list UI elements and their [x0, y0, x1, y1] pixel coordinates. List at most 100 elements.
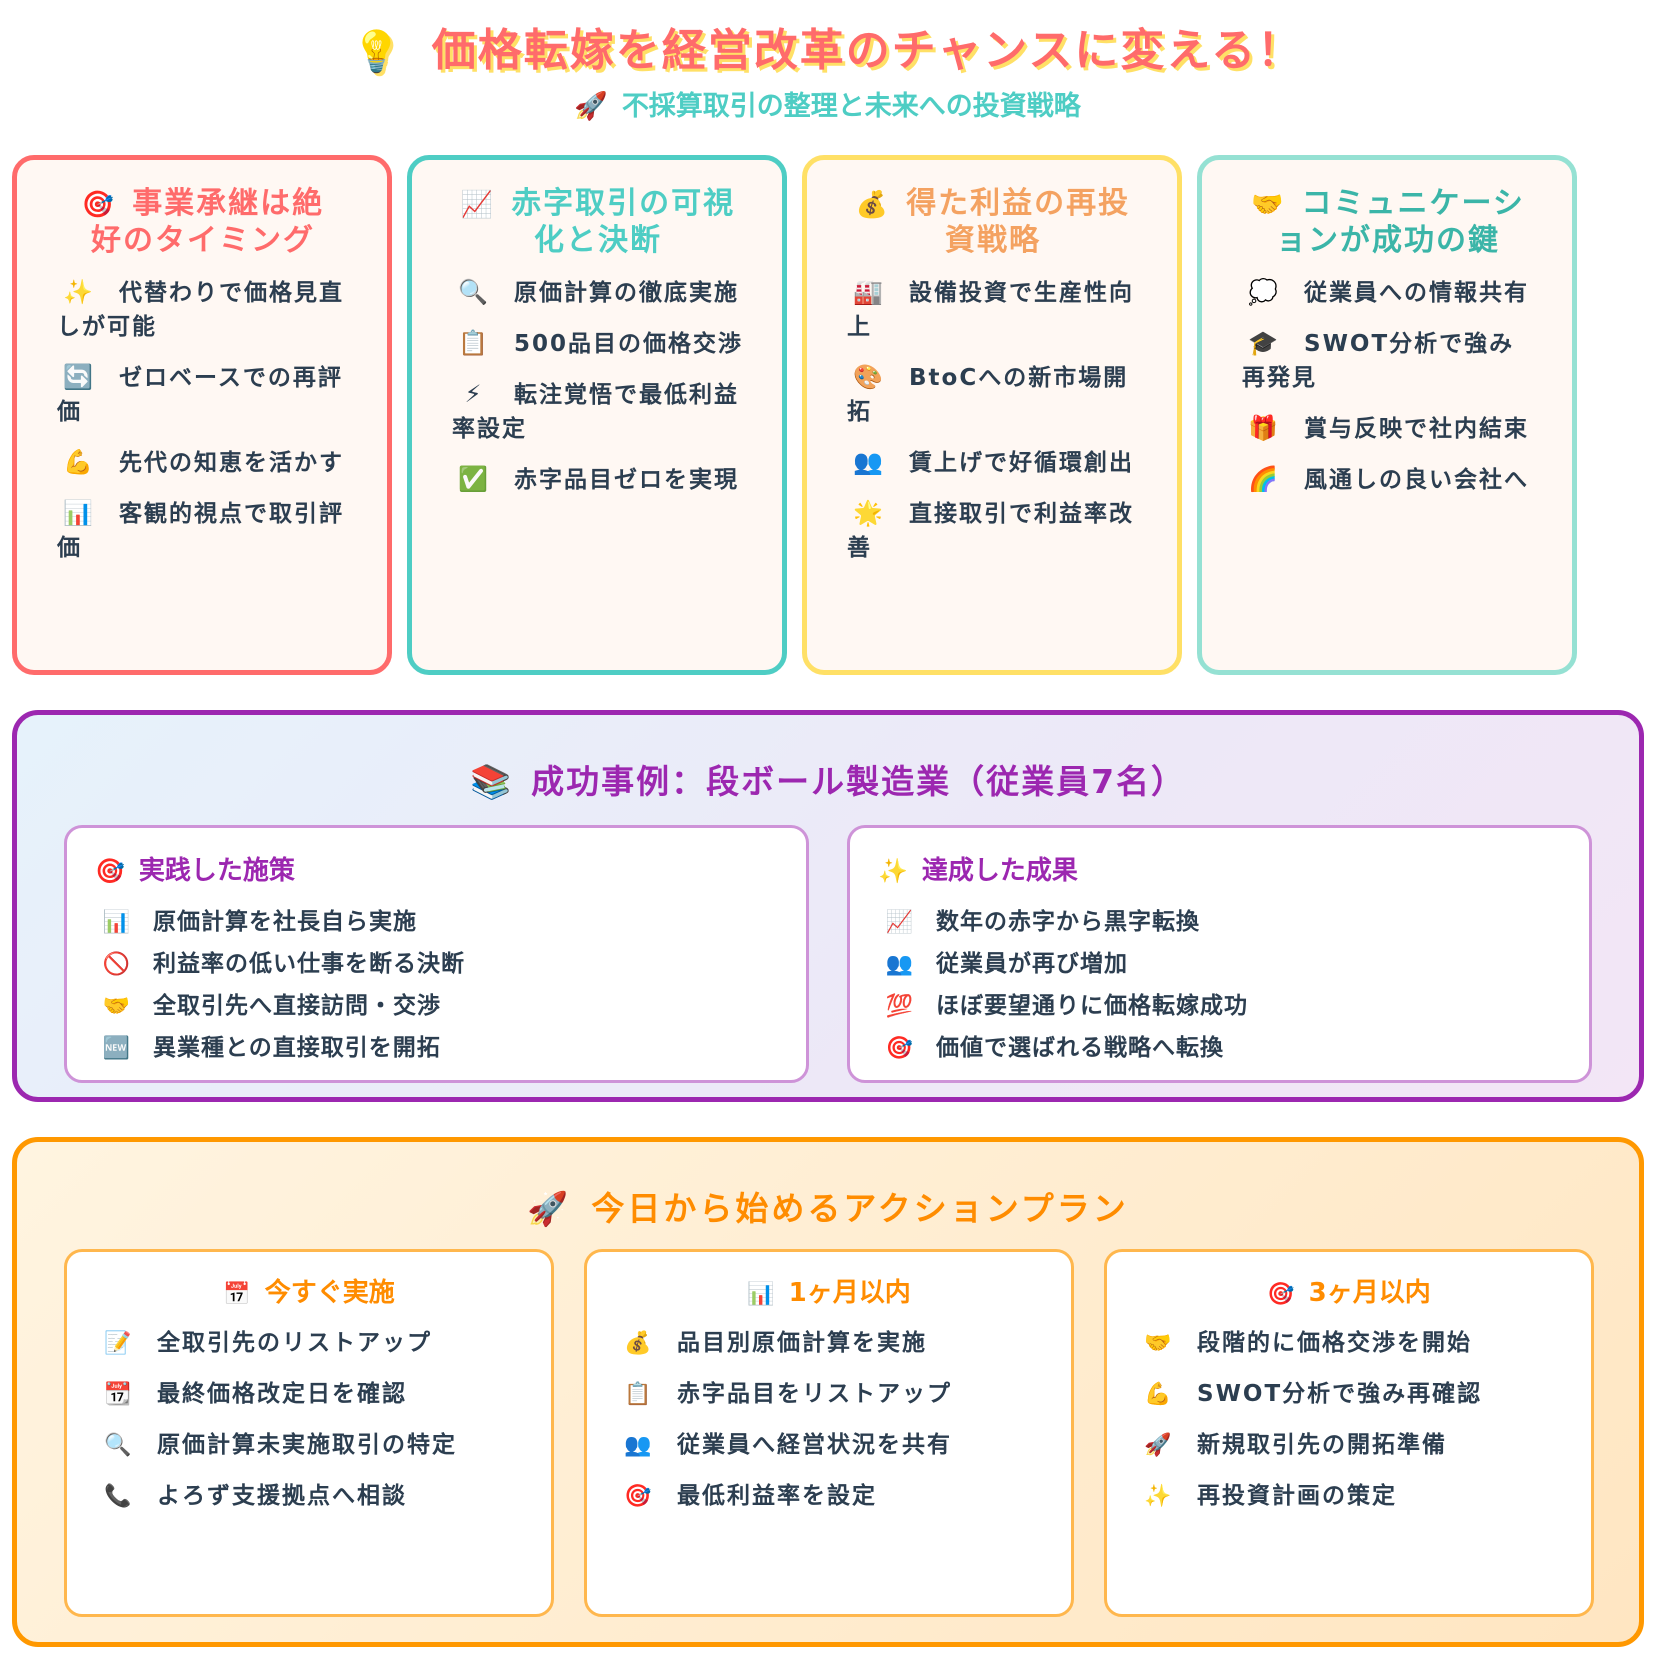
plan-item: 📋赤字品目をリストアップ	[617, 1376, 1041, 1413]
trend-chart-icon: 📈	[460, 190, 496, 220]
target-icon: 🎯	[624, 1484, 654, 1509]
card-list-item: 🌟直接取引で利益率改善	[847, 496, 1139, 565]
plan-column-title: 🎯3ヶ月以内	[1267, 1278, 1431, 1308]
graduation-cap-icon: 🎓	[1248, 329, 1280, 357]
case-study-section: 📚成功事例：段ボール製造業（従業員7名） 🎯実践した施策 📊原価計算を社長自ら実…	[12, 710, 1644, 1102]
plan-item: 🚀新規取引先の開拓準備	[1137, 1427, 1561, 1464]
action-plan-section: 🚀今日から始めるアクションプラン 📅今すぐ実施 📝全取引先のリストアップ 📆最終…	[12, 1137, 1644, 1647]
sparkles-icon: ✨	[1144, 1484, 1174, 1509]
target-icon: 🎯	[95, 857, 125, 885]
card-list-item: 🎁賞与反映で社内結束	[1242, 411, 1534, 446]
card-title: 🤝コミュニケーションが成功の鍵	[1251, 186, 1525, 258]
card-list-item: 📊客観的視点で取引評価	[57, 496, 349, 565]
rainbow-icon: 🌈	[1248, 465, 1280, 493]
flexed-bicep-icon: 💪	[1144, 1382, 1174, 1407]
people-icon: 👥	[885, 952, 915, 977]
rocket-icon: 🚀	[574, 91, 608, 122]
measure-item: 🆕異業種との直接取引を開拓	[95, 1033, 778, 1064]
card-list-item: 🏭設備投資で生産性向上	[847, 275, 1139, 344]
calendar-icon: 📅	[223, 1282, 251, 1307]
check-icon: ✅	[458, 465, 490, 493]
plan-item: 📆最終価格改定日を確認	[97, 1376, 521, 1413]
plan-item: 📝全取引先のリストアップ	[97, 1325, 521, 1362]
books-icon: 📚	[469, 762, 514, 801]
factory-icon: 🏭	[853, 278, 885, 306]
handshake-icon: 🤝	[1251, 190, 1286, 220]
lightning-icon: ⚡	[464, 380, 484, 408]
plan-item: 💪SWOT分析で強み再確認	[1137, 1376, 1561, 1413]
page-title-text: 価格転嫁を経営改革のチャンスに変える！	[431, 25, 1304, 76]
card-title: 🎯事業承継は絶好のタイミング	[81, 186, 325, 258]
phone-icon: 📞	[104, 1484, 134, 1509]
calendar-icon: 📆	[104, 1382, 134, 1407]
card-list-item: ✅赤字品目ゼロを実現	[452, 462, 744, 497]
measure-item: 📊原価計算を社長自ら実施	[95, 907, 778, 938]
rocket-icon: 🚀	[1144, 1433, 1174, 1458]
card-communication: 🤝コミュニケーションが成功の鍵 💭従業員への情報共有 🎓SWOT分析で強み再発見…	[1197, 155, 1577, 675]
plan-column-3-months: 🎯3ヶ月以内 🤝段階的に価格交渉を開始 💪SWOT分析で強み再確認 🚀新規取引先…	[1104, 1249, 1594, 1617]
money-bag-icon: 💰	[624, 1331, 654, 1356]
plan-column-title: 📅今すぐ実施	[223, 1278, 395, 1308]
trend-chart-icon: 📈	[885, 910, 915, 935]
memo-icon: 📝	[104, 1331, 134, 1356]
target-icon: 🎯	[1267, 1282, 1295, 1307]
card-list-item: 🔍原価計算の徹底実施	[452, 275, 744, 310]
refresh-icon: 🔄	[63, 363, 95, 391]
rocket-icon: 🚀	[527, 1189, 572, 1228]
measure-item: 🤝全取引先へ直接訪問・交渉	[95, 991, 778, 1022]
card-list-item: ✨代替わりで価格見直しが可能	[57, 275, 349, 344]
results-title: ✨達成した成果	[878, 856, 1078, 886]
palette-icon: 🎨	[853, 363, 885, 391]
card-list-item: 🔄ゼロベースでの再評価	[57, 360, 349, 429]
card-deficit-visibility: 📈赤字取引の可視化と決断 🔍原価計算の徹底実施 📋500品目の価格交渉 ⚡転注覚…	[407, 155, 787, 675]
plan-column-title: 📊1ヶ月以内	[747, 1278, 911, 1308]
page-header: 💡 価格転嫁を経営改革のチャンスに変える！ 🚀 不採算取引の整理と未来への投資戦略	[0, 0, 1655, 140]
magnifier-icon: 🔍	[104, 1433, 134, 1458]
measures-box: 🎯実践した施策 📊原価計算を社長自ら実施 🚫利益率の低い仕事を断る決断 🤝全取引…	[64, 825, 809, 1083]
plan-item: ✨再投資計画の策定	[1137, 1478, 1561, 1515]
plan-column-now: 📅今すぐ実施 📝全取引先のリストアップ 📆最終価格改定日を確認 🔍原価計算未実施…	[64, 1249, 554, 1617]
measure-item: 🚫利益率の低い仕事を断る決断	[95, 949, 778, 980]
result-item: 💯ほぼ要望通りに価格転嫁成功	[878, 991, 1561, 1022]
handshake-icon: 🤝	[102, 994, 132, 1019]
bar-chart-icon: 📊	[63, 499, 95, 527]
bar-chart-icon: 📊	[102, 910, 132, 935]
people-icon: 👥	[624, 1433, 654, 1458]
action-plan-title: 🚀今日から始めるアクションプラン	[527, 1189, 1129, 1228]
page-title: 💡 価格転嫁を経営改革のチャンスに変える！	[0, 14, 1655, 78]
sparkles-icon: ✨	[878, 857, 908, 885]
sparkles-icon: ✨	[63, 278, 95, 306]
result-item: 🎯価値で選ばれる戦略へ転換	[878, 1033, 1561, 1064]
plan-item: 🎯最低利益率を設定	[617, 1478, 1041, 1515]
results-box: ✨達成した成果 📈数年の赤字から黒字転換 👥従業員が再び増加 💯ほぼ要望通りに価…	[847, 825, 1592, 1083]
target-icon: 🎯	[81, 190, 117, 220]
feature-cards: 🎯事業承継は絶好のタイミング ✨代替わりで価格見直しが可能 🔄ゼロベースでの再評…	[12, 155, 1644, 675]
target-icon: 🎯	[885, 1036, 915, 1061]
card-list-item: 💭従業員への情報共有	[1242, 275, 1534, 310]
card-list-item: 🎨BtoCへの新市場開拓	[847, 360, 1139, 429]
page-subtitle-text: 不採算取引の整理と未来への投資戦略	[621, 91, 1081, 122]
plan-item: 🔍原価計算未実施取引の特定	[97, 1427, 521, 1464]
page-subtitle: 🚀 不採算取引の整理と未来への投資戦略	[0, 84, 1655, 123]
result-item: 📈数年の赤字から黒字転換	[878, 907, 1561, 938]
hundred-points-icon: 💯	[885, 994, 915, 1019]
money-bag-icon: 💰	[855, 190, 891, 220]
clipboard-icon: 📋	[458, 329, 490, 357]
card-list-item: 🌈風通しの良い会社へ	[1242, 462, 1534, 497]
card-list-item: ⚡転注覚悟で最低利益率設定	[452, 377, 744, 446]
lightbulb-icon: 💡	[351, 29, 404, 75]
plan-item: 💰品目別原価計算を実施	[617, 1325, 1041, 1362]
new-badge-icon: 🆕	[102, 1036, 132, 1061]
result-item: 👥従業員が再び増加	[878, 949, 1561, 980]
people-icon: 👥	[853, 448, 885, 476]
gift-icon: 🎁	[1248, 414, 1280, 442]
bar-chart-icon: 📊	[747, 1282, 775, 1307]
card-list-item: 🎓SWOT分析で強み再発見	[1242, 326, 1534, 395]
card-business-succession: 🎯事業承継は絶好のタイミング ✨代替わりで価格見直しが可能 🔄ゼロベースでの再評…	[12, 155, 392, 675]
plan-item: 📞よろず支援拠点へ相談	[97, 1478, 521, 1515]
star-icon: 🌟	[853, 499, 885, 527]
flexed-bicep-icon: 💪	[63, 448, 95, 476]
clipboard-icon: 📋	[624, 1382, 654, 1407]
plan-column-1-month: 📊1ヶ月以内 💰品目別原価計算を実施 📋赤字品目をリストアップ 👥従業員へ経営状…	[584, 1249, 1074, 1617]
case-study-title: 📚成功事例：段ボール製造業（従業員7名）	[469, 762, 1187, 801]
